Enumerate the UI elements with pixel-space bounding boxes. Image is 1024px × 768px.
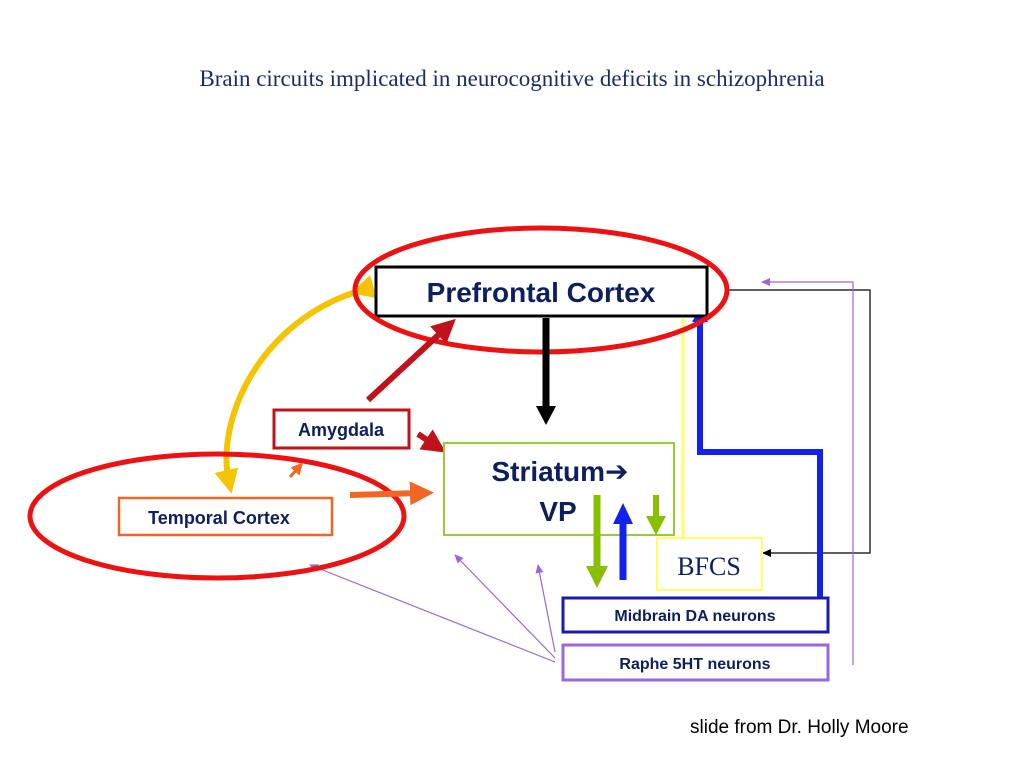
- bfcs-label: BFCS: [677, 552, 741, 581]
- raphe-to-amygdala-projection: [454, 554, 556, 659]
- midbrain-da-box: [561, 596, 830, 634]
- raphe-to-striatum-projection: [535, 564, 556, 653]
- midbrain-da-label: Midbrain DA neurons: [614, 608, 775, 625]
- temporal-cortex-label: Temporal Cortex: [148, 508, 290, 528]
- temporal-to-striatum-arrow: [349, 481, 434, 506]
- raphe-5ht-label: Raphe 5HT neurons: [619, 656, 770, 673]
- temporal-highlight-ellipse: [27, 451, 407, 581]
- prefrontal-cortex-label: Prefrontal Cortex: [427, 277, 656, 308]
- prefrontal-to-striatum-arrowhead: [536, 406, 556, 425]
- midbrain-to-prefrontal-pathway: [697, 322, 823, 600]
- striatum-arrow-glyph: ➔: [605, 456, 628, 487]
- bfcs-box: [656, 537, 763, 591]
- striatum-to-midbrain-arrowhead: [586, 566, 608, 588]
- striatum-vp-box: [443, 442, 675, 536]
- prefrontal-highlight-ellipse: [352, 225, 730, 355]
- prefrontal-temporal-link: [214, 275, 377, 494]
- amygdala-box: [272, 408, 411, 450]
- prefrontal-cortex-box: [374, 265, 709, 318]
- midbrain-to-striatum-arrowhead: [613, 503, 633, 524]
- prefrontal-bfcs-connector: [728, 289, 871, 557]
- slide-credit: slide from Dr. Holly Moore: [690, 717, 909, 738]
- temporal-cortex-box: [117, 496, 334, 537]
- slide-title: Brain circuits implicated in neurocognit…: [199, 66, 825, 91]
- striatum-to-bfcs-arrowhead: [646, 516, 666, 535]
- amygdala-to-prefrontal-arrow: [365, 318, 456, 403]
- amygdala-to-striatum-arrow: [416, 429, 446, 453]
- striatum-label-line1: Striatum: [491, 456, 605, 487]
- raphe-5ht-box: [561, 643, 830, 682]
- amygdala-label: Amygdala: [298, 420, 385, 440]
- raphe-to-temporal-projection: [309, 564, 556, 663]
- striatum-label: Striatum➔: [491, 456, 628, 487]
- raphe-to-prefrontal-projection: [761, 278, 854, 665]
- vp-label: VP: [539, 496, 576, 527]
- temporal-to-amygdala-arrow: [288, 462, 304, 479]
